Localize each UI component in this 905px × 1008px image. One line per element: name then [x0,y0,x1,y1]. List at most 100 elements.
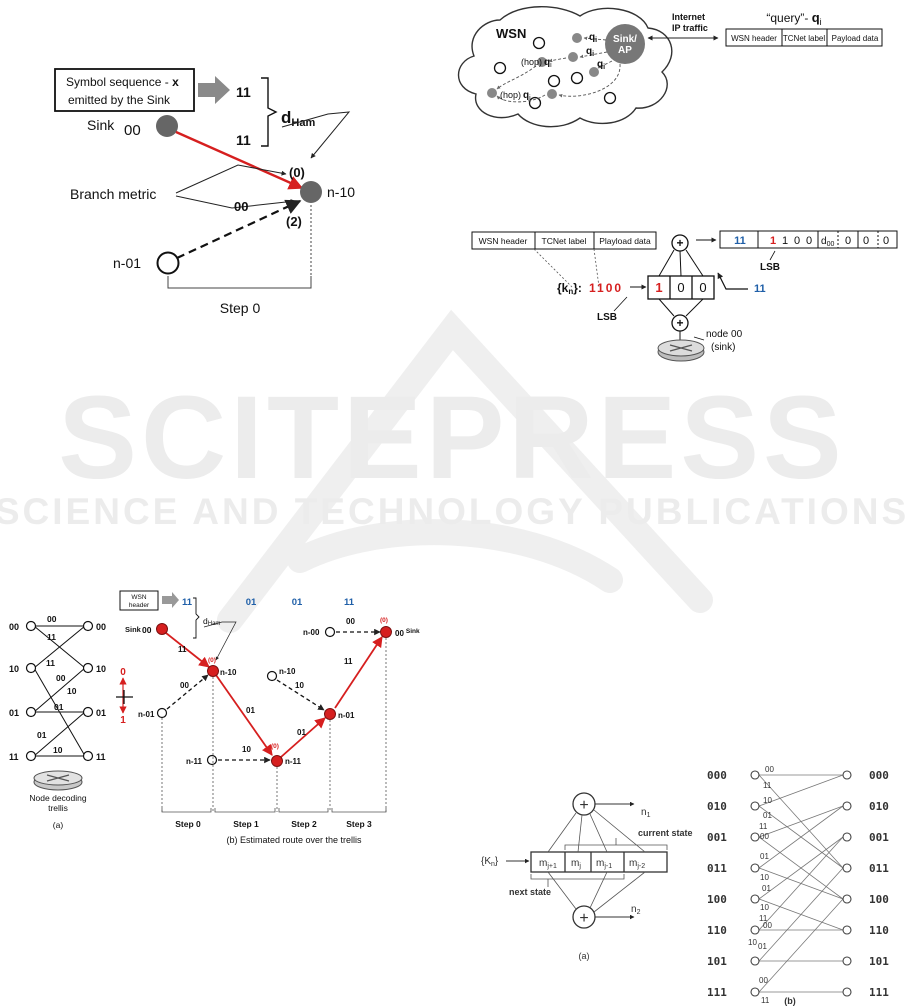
sink-ap-line2: AP [618,45,632,56]
edge-code: 10 [748,938,757,947]
edge-code: 11 [46,658,55,668]
code-brace [261,77,278,147]
register-cell: 0 [699,280,706,295]
right-state: 110 [869,924,889,937]
wsn-header-line1: WSN [131,594,146,601]
node-label: n-10 [220,668,237,677]
route-code: 11 [344,657,353,666]
figure-step0: Symbol sequence - x emitted by the Sink … [54,68,355,316]
internet-line1: Internet [672,12,705,22]
wsn-node [570,71,584,85]
route-code: 00 [180,681,189,690]
sink-state: 00 [142,625,152,635]
caption-a: (a) [579,951,590,961]
node-n10 [300,181,322,203]
out-tail: 0 [863,235,869,247]
adder-bottom-sign: + [579,910,588,927]
edge-code: 11 [759,914,768,923]
candidate-node [266,670,278,682]
step-label: Step 1 [233,819,259,829]
register-cell: 1 [655,280,662,295]
branch-metric-arrow-down [175,195,296,209]
feedback-code: 11 [754,283,766,295]
eight-state-trellis: 000 010 001 011 100 110 101 111 000 010 … [707,765,889,1006]
q-label: qi [586,46,594,58]
packet-field-header: WSN header [731,34,777,43]
edge-code: 11 [761,996,770,1005]
edge-code: 11 [47,632,56,642]
branch-metric-arrow-up [175,164,287,194]
node-label: n-11 [186,757,203,766]
q-label: qi [597,59,605,71]
watermark-swoosh [217,309,713,633]
figure-encoder: WSN header TCNet label Playload data 11 … [471,230,898,362]
step-label: Step 0 [175,819,201,829]
caption-b: (b) [784,996,796,1006]
route-node [324,708,336,720]
current-state-brace [564,844,668,850]
right-state: 101 [869,955,889,968]
edge-code: 10 [763,796,772,805]
register-cell: 0 [677,280,684,295]
node-decoding-trellis: 00 10 01 11 00 10 01 11 00 11 11 00 10 0… [9,614,106,830]
received-symbol: 11 [344,597,355,608]
route-node [271,755,283,767]
out-bit: 1 [770,235,776,247]
edge-code: 00 [56,673,66,683]
packet-field-payload: Payload data [832,34,879,43]
received-symbol: 01 [246,597,257,608]
right-state: 00 [96,622,106,632]
route-code: 01 [246,706,255,715]
edge-code: 01 [762,884,771,893]
packet-field-label: TCNet label [783,34,825,43]
dham-brace [193,597,200,639]
route-metric: (0) [208,657,216,664]
right-state: 000 [869,769,889,782]
received-symbol: 11 [182,597,193,608]
encoder-field-header: WSN header [479,236,528,246]
route-code: 01 [297,728,306,737]
route-node-sink [156,623,168,635]
left-state: 010 [707,800,727,813]
wsn-header-box [119,590,159,611]
left-state: 10 [9,664,19,674]
wsn-node-active [487,88,497,98]
left-state: 101 [707,955,727,968]
node-n10-label: n-10 [327,184,355,200]
edge-code: 00 [763,921,772,930]
watermark-title: SCITEPRESS [58,372,846,504]
edge-code: 01 [763,811,772,820]
wsn-hop [496,94,546,103]
route-node [207,665,219,677]
kn-label: {Kn} [481,856,499,868]
right-state: 011 [869,862,889,875]
node-line1: node 00 [706,329,743,340]
route-code: 00 [346,617,355,626]
edge-code: 11 [759,822,768,831]
symbol-sequence-box [54,68,195,112]
right-state: 100 [869,893,889,906]
wsn-node-active [537,57,547,67]
register-cell: mj-2 [629,858,645,870]
edge-code: 10 [760,873,769,882]
edge-code: 11 [763,781,772,790]
node-label: n-11 [285,757,302,766]
hop-q-label: (hop)qi [500,90,531,102]
wsn-hop [548,57,567,63]
adder-top-sign: + [579,797,588,814]
next-state-brace [530,874,625,880]
sink-ap-line1: Sink/ [613,34,637,45]
metric-two: (2) [286,214,302,229]
wsn-node-active [572,33,582,43]
route-node-end [380,626,392,638]
wsn-node-active [547,89,557,99]
sink-state: 00 [124,122,141,139]
register-cell: mj [571,858,581,870]
left-state: 100 [707,893,727,906]
q-label: qi [589,32,597,44]
watermark: SCITEPRESS SCIENCE AND TECHNOLOGY PUBLIC… [0,309,905,633]
sink-label: Sink [87,117,115,133]
metric-zero: (0) [289,165,305,180]
